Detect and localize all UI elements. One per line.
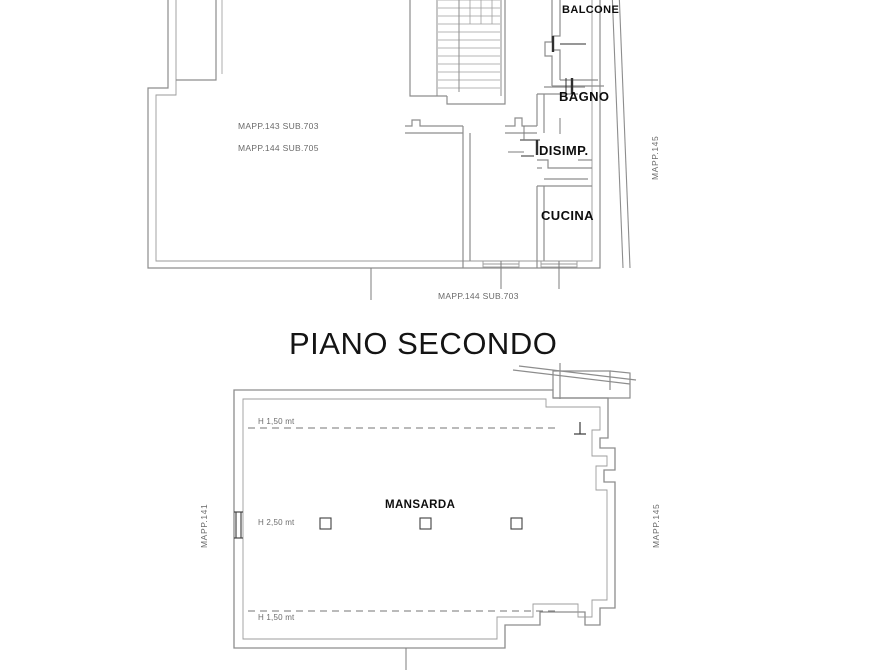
room-label-cucina: CUCINA — [541, 208, 594, 223]
upper-plan-outer-wall-inner — [155, 0, 593, 262]
cadastral-note-2: MAPP.144 SUB.705 — [238, 143, 319, 153]
attic-pillar-3 — [510, 517, 523, 530]
annex-door-symbol — [574, 422, 586, 435]
room-label-mansarda: MANSARDA — [385, 499, 456, 511]
upper-plan-outer-wall — [147, 0, 601, 269]
upper-plan-windows — [482, 260, 578, 268]
height-note-top: H 1,50 mt — [258, 417, 295, 426]
lower-boundary-label-left: MAPP.141 — [199, 503, 209, 548]
property-boundary-right — [611, 0, 631, 269]
lower-plan-group — [233, 363, 637, 670]
upper-plan-leader-lines — [370, 261, 560, 300]
upper-plan-door-symbols — [535, 36, 574, 155]
attic-annex — [512, 363, 637, 399]
staircase — [409, 0, 506, 105]
room-label-disimpegno: DISIMP. — [539, 143, 589, 158]
upper-plan-door-swings — [520, 43, 586, 157]
attic-inner-wall — [242, 398, 608, 640]
attic-left-window — [234, 511, 243, 539]
cadastral-note-1: MAPP.143 SUB.703 — [238, 121, 319, 131]
room-label-bagno: BAGNO — [559, 89, 610, 104]
attic-outer-wall — [233, 389, 616, 649]
page-title: PIANO SECONDO — [289, 326, 558, 361]
lower-boundary-label-right: MAPP.145 — [651, 503, 661, 548]
upper-plan-interior-walls — [405, 86, 592, 268]
attic-pillar-2 — [419, 517, 432, 530]
upper-left-notch — [176, 0, 217, 81]
upper-plan-group — [147, 0, 631, 300]
upper-plan-bottom-note: MAPP.144 SUB.703 — [438, 291, 519, 301]
attic-pillar-1 — [319, 517, 332, 530]
height-note-bottom: H 1,50 mt — [258, 613, 295, 622]
upper-boundary-label-right: MAPP.145 — [650, 135, 660, 180]
height-note-middle: H 2,50 mt — [258, 518, 295, 527]
room-label-balcone: BALCONE — [562, 4, 620, 16]
